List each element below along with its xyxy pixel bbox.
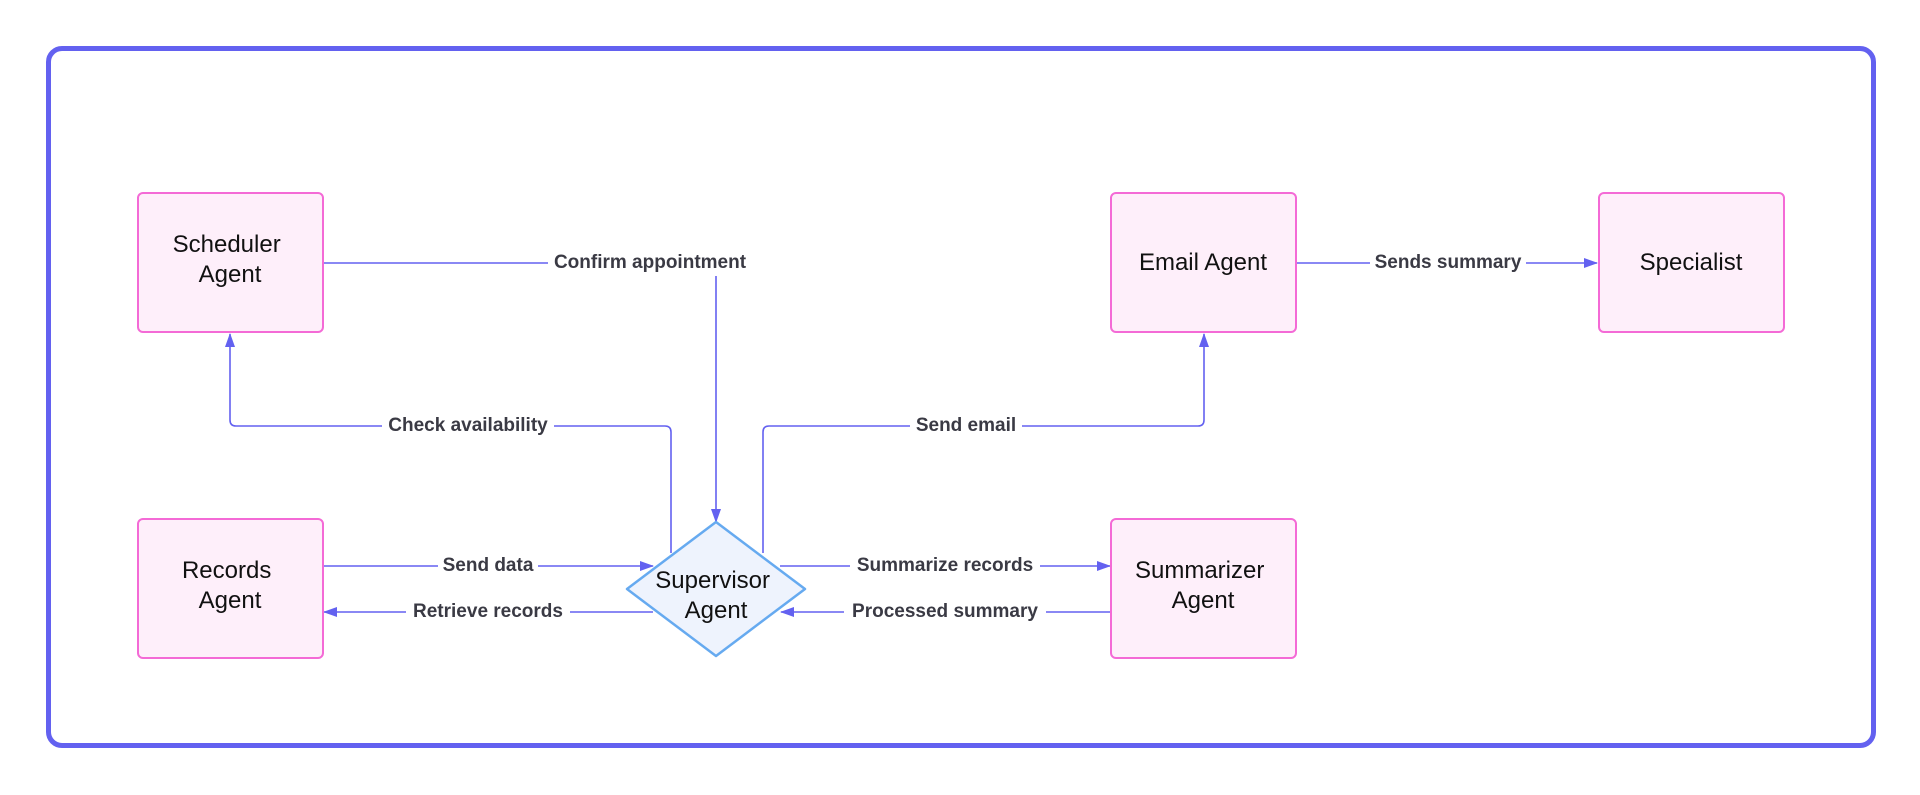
edge-label-bg <box>850 551 1040 579</box>
edge-label: Retrieve records <box>413 601 563 622</box>
edge-confirm-appointment: Confirm appointment <box>323 248 752 523</box>
edge-label-bg <box>438 551 538 579</box>
node-label: Specialist <box>1640 249 1743 276</box>
edge-label: Processed summary <box>852 601 1038 622</box>
decision-diamond <box>625 520 807 658</box>
edge-label: Summarize records <box>857 555 1033 576</box>
edge-send-data: Send data <box>323 551 654 579</box>
edge-processed-summary: Processed summary <box>780 597 1110 625</box>
edge-label: Check availability <box>388 415 548 436</box>
edge-label-bg <box>1370 248 1526 276</box>
node-label: Scheduler Agent <box>173 231 288 288</box>
edge-label-bg <box>548 248 752 276</box>
node-specialist[interactable]: Specialist <box>1598 192 1785 333</box>
node-label: Email Agent <box>1139 249 1267 276</box>
node-label: Summarizer Agent <box>1135 557 1271 614</box>
edge-label-bg <box>382 411 554 439</box>
edge-summarize-records: Summarize records <box>780 551 1111 579</box>
edge-line <box>323 262 721 523</box>
node-label: Supervisor Agent <box>655 567 776 624</box>
edge-check-availability: Check availability <box>225 333 672 553</box>
edge-label: Sends summary <box>1375 252 1522 273</box>
edge-send-email: Send email <box>762 333 1209 553</box>
edge-retrieve-records: Retrieve records <box>323 597 653 625</box>
edge-label-bg <box>910 411 1022 439</box>
node-summarizer-agent[interactable]: Summarizer Agent <box>1110 518 1297 659</box>
node-records-agent[interactable]: Records Agent <box>137 518 324 659</box>
node-email-agent[interactable]: Email Agent <box>1110 192 1297 333</box>
node-label: Records Agent <box>182 557 278 614</box>
edge-label-bg <box>844 597 1046 625</box>
diagram-frame <box>46 46 1876 748</box>
edge-label-bg <box>406 597 570 625</box>
edge-label: Send email <box>916 415 1016 436</box>
node-supervisor-agent[interactable]: Supervisor Agent <box>625 520 807 658</box>
edge-label: Confirm appointment <box>554 252 747 273</box>
edge-sends-summary: Sends summary <box>1296 248 1598 276</box>
edge-label: Send data <box>443 555 534 576</box>
node-scheduler-agent[interactable]: Scheduler Agent <box>137 192 324 333</box>
